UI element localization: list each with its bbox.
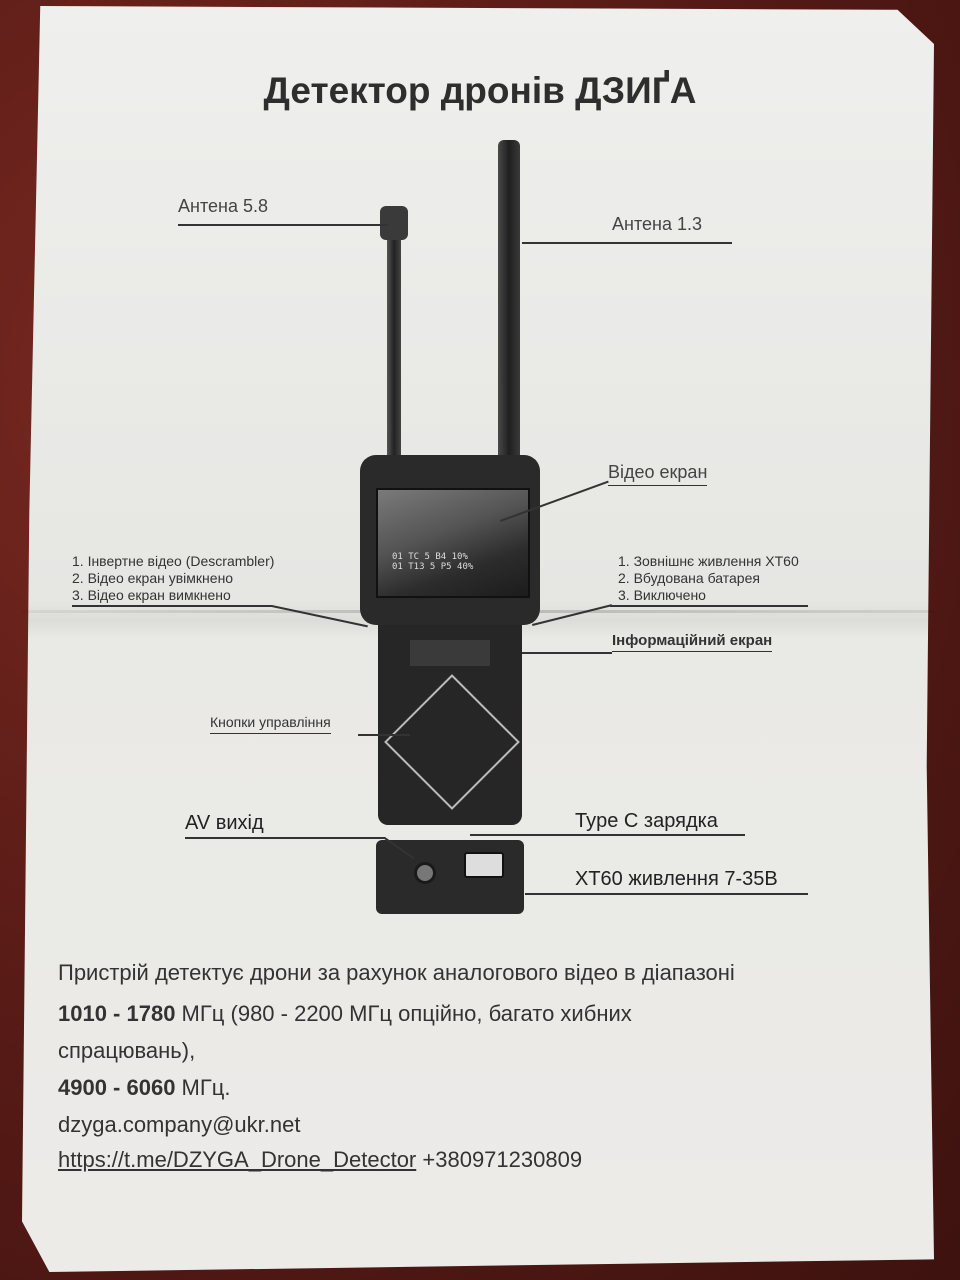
screen-readout-line1: 01 TC 5 B4 10% bbox=[392, 552, 468, 562]
right-switch-item-3: 3. Виключено bbox=[618, 587, 706, 603]
label-control-buttons: Кнопки управління bbox=[210, 714, 331, 734]
description-block: Пристрій детектує дрони за рахунок анало… bbox=[58, 955, 735, 1177]
label-av-out: AV вихід bbox=[185, 812, 264, 834]
label-typec: Type C зарядка bbox=[575, 810, 718, 832]
video-screen bbox=[376, 488, 530, 598]
right-switch-item-1: 1. Зовнішнє живлення XT60 bbox=[618, 553, 799, 569]
range-1-rest: МГц (980 - 2200 МГц опційно, багато хибн… bbox=[175, 1001, 632, 1026]
antenna-5-8-rod bbox=[387, 210, 401, 458]
description-line-4: 4900 - 6060 МГц. bbox=[58, 1070, 735, 1105]
leader-antenna-5-8 bbox=[178, 224, 388, 226]
range-1-value: 1010 - 1780 bbox=[58, 1001, 176, 1026]
screen-readout: 01 TC 5 B4 10% 01 T13 5 P5 40% bbox=[392, 552, 473, 572]
antenna-1-3-rod bbox=[498, 140, 520, 462]
leader-left-switch bbox=[72, 605, 272, 607]
antenna-5-8-cap bbox=[380, 206, 408, 240]
left-switch-item-1: 1. Інвертне відео (Descrambler) bbox=[72, 553, 275, 569]
left-switch-item-2: 2. Відео екран увімкнено bbox=[72, 570, 234, 586]
leader-av-out bbox=[185, 837, 385, 839]
leader-right-switch bbox=[610, 605, 808, 607]
xt60-port-icon bbox=[464, 852, 504, 878]
right-switch-list: 1. Зовнішнє живлення XT60 2. Вбудована б… bbox=[618, 553, 799, 604]
description-line-2: 1010 - 1780 МГц (980 - 2200 МГц опційно,… bbox=[58, 996, 735, 1031]
contact-line: https://t.me/DZYGA_Drone_Detector +38097… bbox=[58, 1142, 735, 1177]
page-title: Детектор дронів ДЗИҐА bbox=[263, 70, 697, 111]
leader-xt60 bbox=[525, 893, 808, 895]
screen-readout-line2: 01 T13 5 P5 40% bbox=[392, 562, 474, 572]
description-line-3: спрацювань), bbox=[58, 1038, 196, 1063]
label-video-screen: Відео екран bbox=[608, 462, 708, 486]
contact-phone[interactable]: +380971230809 bbox=[422, 1147, 583, 1172]
range-2-rest: МГц. bbox=[175, 1075, 231, 1100]
left-switch-list: 1. Інвертне відео (Descrambler) 2. Відео… bbox=[72, 553, 274, 604]
label-info-screen: Інформаційний екран bbox=[612, 632, 773, 652]
leader-info-screen bbox=[522, 652, 612, 654]
label-antenna-1-3: Антена 1.3 bbox=[612, 214, 702, 234]
description-line-1: Пристрій детектує дрони за рахунок анало… bbox=[58, 960, 735, 985]
left-switch-item-3: 3. Відео екран вимкнено bbox=[72, 587, 231, 603]
telegram-link[interactable]: https://t.me/DZYGA_Drone_Detector bbox=[58, 1147, 417, 1172]
leader-typec bbox=[470, 834, 745, 836]
label-antenna-5-8: Антена 5.8 bbox=[178, 196, 268, 216]
info-screen bbox=[410, 640, 490, 666]
right-switch-item-2: 2. Вбудована батарея bbox=[618, 570, 760, 586]
leader-control-buttons bbox=[358, 734, 410, 736]
av-port-icon bbox=[414, 862, 436, 884]
contact-email[interactable]: dzyga.company@ukr.net bbox=[58, 1112, 301, 1137]
range-2-value: 4900 - 6060 bbox=[58, 1075, 176, 1100]
leader-antenna-1-3 bbox=[522, 242, 732, 244]
label-xt60: XT60 живлення 7-35В bbox=[575, 868, 778, 890]
